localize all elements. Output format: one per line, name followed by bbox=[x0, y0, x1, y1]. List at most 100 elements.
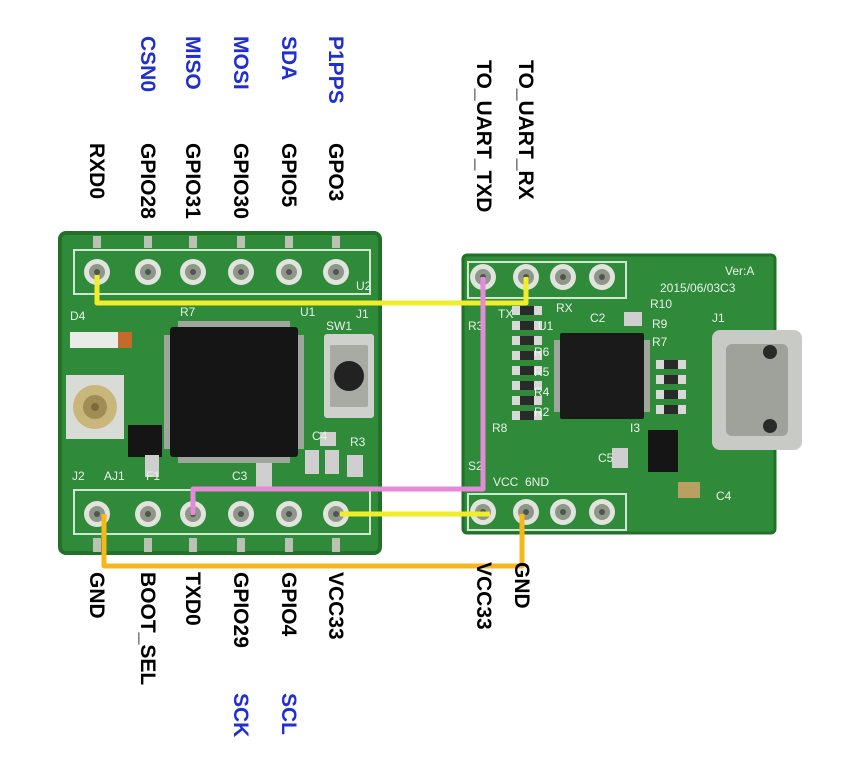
top-function-label: CSN0 bbox=[136, 36, 159, 92]
silk-r8: R8 bbox=[492, 421, 508, 435]
cap-c2 bbox=[624, 312, 642, 326]
wires bbox=[94, 275, 529, 569]
silk-r4: R4 bbox=[534, 385, 550, 399]
bottom-pin-label: VCC33 bbox=[324, 572, 347, 640]
silk-sw1: SW1 bbox=[326, 319, 352, 333]
resistor-body bbox=[520, 366, 534, 375]
module-top-pin-pad bbox=[276, 259, 302, 285]
bottom-function-label: SCK bbox=[229, 693, 252, 737]
uart-top-header-strip bbox=[467, 261, 627, 299]
wire-txd0-to-uart-txd bbox=[190, 277, 486, 515]
module-top-pin-pad bbox=[228, 259, 254, 285]
silk-r6: R6 bbox=[534, 345, 550, 359]
header-pin bbox=[144, 538, 152, 552]
module-top-pin-pad bbox=[135, 259, 161, 285]
uart-txd-label: TO_UART_TXD bbox=[472, 60, 495, 212]
bottom-pin-label: TXD0 bbox=[181, 572, 204, 626]
resistor-body bbox=[520, 351, 534, 360]
wire-rxd0-to-uart-rx bbox=[94, 275, 529, 306]
silk-i3: I3 bbox=[630, 421, 640, 435]
bottom-pin-label: GPIO29 bbox=[229, 572, 252, 648]
silk-r9: R9 bbox=[652, 317, 668, 331]
header-pin bbox=[93, 236, 101, 248]
silk-r10: R10 bbox=[650, 297, 672, 311]
silk-c4: C4 bbox=[716, 489, 732, 503]
module-bottom-pin-pad bbox=[323, 501, 349, 527]
silk-r3: R3 bbox=[350, 435, 366, 449]
top-pin-label: GPO3 bbox=[324, 143, 347, 201]
header-pin bbox=[237, 236, 245, 248]
top-pin-label: GPIO31 bbox=[181, 143, 204, 219]
top-pin-label: RXD0 bbox=[85, 143, 108, 199]
silk-date: 2015/06/03C3 bbox=[660, 281, 736, 295]
chip-pads bbox=[164, 321, 304, 463]
silk-u1: U1 bbox=[538, 319, 554, 333]
silk-ver: Ver:A bbox=[725, 264, 754, 278]
silk-c4: C4 bbox=[312, 429, 328, 443]
module-silkscreen: D4 R7 SW1 U2 J1 R3 C4 C3 J2 AJ1 F1 U1 bbox=[70, 279, 372, 483]
header-pin bbox=[93, 538, 101, 552]
resistor-body bbox=[664, 390, 678, 399]
resistor-body bbox=[664, 375, 678, 384]
header-pin bbox=[144, 236, 152, 248]
silk-aj1: AJ1 bbox=[104, 469, 125, 483]
antenna-connector bbox=[66, 375, 124, 439]
resistor-body bbox=[664, 360, 678, 369]
resistor-body bbox=[520, 321, 534, 330]
small-components bbox=[128, 425, 363, 487]
header-pin bbox=[189, 538, 197, 552]
resistor-body bbox=[520, 381, 534, 390]
uart-bottom-pin-pad bbox=[513, 499, 539, 525]
silk-r7: R7 bbox=[652, 335, 668, 349]
module-bottom-pins bbox=[84, 501, 349, 552]
top-function-label: P1PPS bbox=[324, 36, 347, 104]
top-pin-label: GPIO30 bbox=[229, 143, 252, 219]
silk-d4: D4 bbox=[70, 309, 86, 323]
header-pin bbox=[332, 236, 340, 248]
module-bottom-pin-pad bbox=[276, 501, 302, 527]
uart-top-pin-pad bbox=[550, 264, 576, 290]
silk-u1: U1 bbox=[300, 305, 316, 319]
header-pin bbox=[332, 538, 340, 552]
header-pin bbox=[237, 538, 245, 552]
resistor-body bbox=[664, 405, 678, 414]
module-pcb-edge bbox=[58, 231, 382, 555]
micro-usb-connector bbox=[712, 330, 802, 450]
module-top-pin-pad bbox=[180, 259, 206, 285]
led-body bbox=[118, 332, 132, 348]
resistor-body bbox=[520, 306, 534, 315]
cap-c5 bbox=[612, 448, 628, 468]
main-chip bbox=[170, 327, 298, 457]
bottom-pin-label: BOOT_SEL bbox=[136, 572, 159, 685]
silk-u2: U2 bbox=[356, 279, 372, 293]
top-pin-label: GPIO28 bbox=[136, 143, 159, 219]
silk-vcc: VCC bbox=[493, 475, 519, 489]
uart-board: Ver:A 2015/06/03C3 R10 C2 RX TX U1 J1 R9… bbox=[461, 253, 802, 535]
resistor-body bbox=[520, 336, 534, 345]
uart-bottom-pin-pad bbox=[550, 499, 576, 525]
silk-f1: F1 bbox=[146, 469, 160, 483]
bottom-function-label: SCL bbox=[277, 693, 300, 735]
header-pin bbox=[285, 236, 293, 248]
silk-c2: C2 bbox=[590, 311, 606, 325]
silk-r5: R5 bbox=[534, 365, 550, 379]
module-top-pins bbox=[84, 236, 349, 285]
uart-chip-pads bbox=[554, 340, 650, 412]
cap-c4 bbox=[678, 482, 700, 498]
module-top-pin-pad bbox=[323, 259, 349, 285]
silk-r2: R2 bbox=[534, 405, 550, 419]
silk-r7: R7 bbox=[180, 305, 196, 319]
silk-c3: C3 bbox=[232, 469, 248, 483]
bottom-pin-label: GND bbox=[85, 572, 108, 619]
top-function-label: MISO bbox=[181, 36, 204, 90]
silk-tx: TX bbox=[498, 307, 513, 321]
uart-rx-label: TO_UART_RX bbox=[514, 60, 537, 200]
silk-r3: R3 bbox=[468, 319, 484, 333]
top-pin-label: GPIO5 bbox=[277, 143, 300, 208]
led bbox=[70, 332, 130, 348]
